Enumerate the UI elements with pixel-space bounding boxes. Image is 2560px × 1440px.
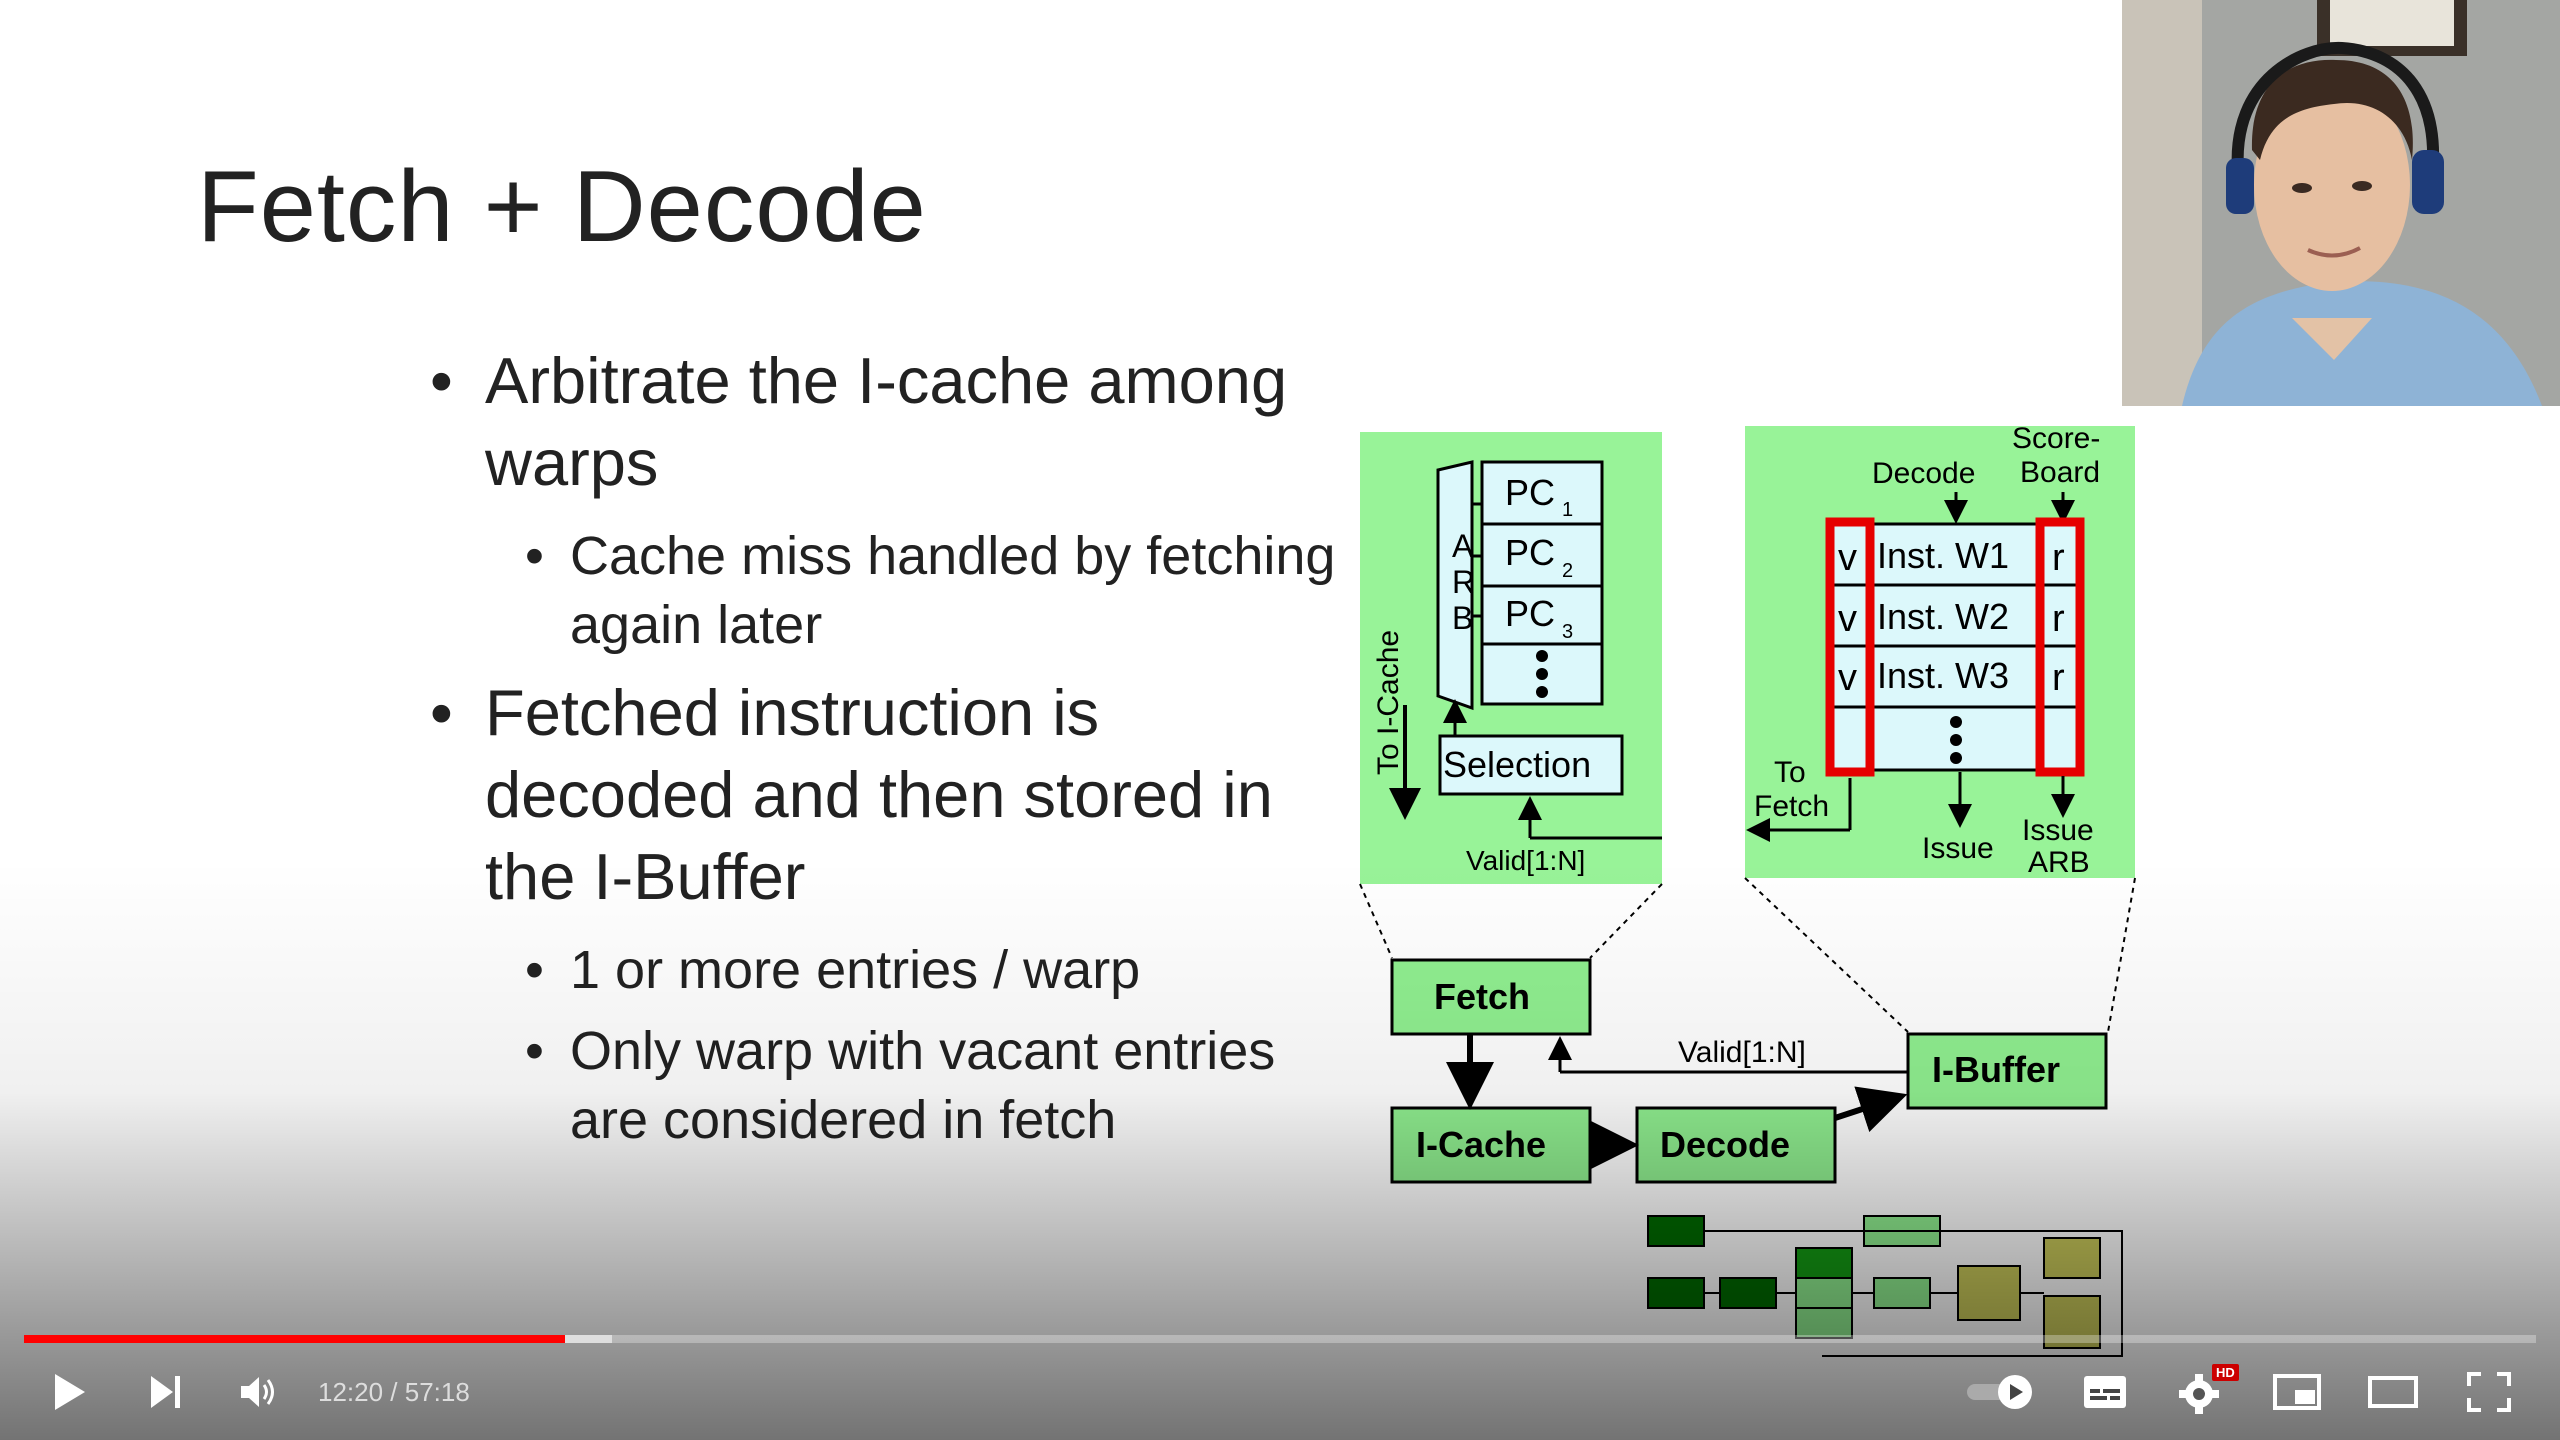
- time-separator: /: [383, 1377, 405, 1407]
- pc-label: PC: [1505, 472, 1555, 513]
- valid-block-label: Valid[1:N]: [1678, 1036, 1806, 1069]
- selection-label: Selection: [1443, 744, 1591, 785]
- inst-entry: Inst. W2: [1877, 596, 2009, 637]
- bullet-level1: Arbitrate the I-cache among warps: [430, 340, 1350, 504]
- bullet-level1: Fetched instruction is decoded and then …: [430, 672, 1350, 918]
- current-time: 12:20: [318, 1377, 384, 1407]
- webcam-overlay: [2122, 0, 2560, 406]
- pc-sub: 3: [1562, 621, 1573, 643]
- issue-arb-label: ARB: [2028, 846, 2090, 879]
- issue-arb-label: Issue: [2022, 814, 2094, 847]
- play-button[interactable]: [36, 1350, 102, 1434]
- pc-sub: 2: [1562, 560, 1573, 582]
- subtitles-button[interactable]: [2072, 1350, 2138, 1434]
- inst-entry: Inst. W1: [1877, 535, 2009, 576]
- next-icon: [151, 1376, 180, 1408]
- fetch-label: Fetch: [1434, 976, 1530, 1017]
- slide-title: Fetch + Decode: [197, 151, 927, 263]
- fetch-decode-diagram: A R B PC 1 PC 2 PC 3 To I-Cache Selectio…: [1359, 422, 2136, 1357]
- subtitles-icon: [2084, 1376, 2126, 1408]
- pc-sub: 1: [1562, 499, 1573, 521]
- ready-bit: r: [2052, 598, 2065, 640]
- bullet-level2: Cache miss handled by fetching again lat…: [525, 522, 1350, 660]
- ready-bit-column: [2035, 517, 2085, 777]
- ready-bit: r: [2052, 657, 2065, 699]
- icache-label: I-Cache: [1416, 1124, 1546, 1165]
- selection-box: [1438, 734, 1624, 796]
- valid-bit-column: [1825, 517, 1875, 777]
- bullet-list: Arbitrate the I-cache among warps Cache …: [430, 340, 1350, 1167]
- fullscreen-icon: [2467, 1372, 2511, 1412]
- ibuffer-label: I-Buffer: [1932, 1049, 2060, 1090]
- volume-icon: [241, 1377, 274, 1407]
- pc-label: PC: [1505, 532, 1555, 573]
- time-display: 12:20 / 57:18: [318, 1350, 470, 1434]
- decode-label: Decode: [1872, 457, 1975, 490]
- scoreboard-label: Score-: [2012, 422, 2100, 455]
- bullet-level2: 1 or more entries / warp: [525, 936, 1350, 1005]
- valid-label: Valid[1:N]: [1466, 845, 1585, 876]
- autoplay-toggle[interactable]: [1962, 1350, 2040, 1434]
- hd-badge: HD: [2212, 1364, 2239, 1381]
- theater-button[interactable]: [2360, 1350, 2426, 1434]
- arb-letter: A: [1452, 528, 1474, 564]
- to-fetch-label: Fetch: [1754, 790, 1829, 823]
- progress-bar[interactable]: [24, 1335, 2536, 1343]
- to-icache-label: To I-Cache: [1372, 630, 1405, 775]
- arb-letter: B: [1452, 600, 1473, 636]
- autoplay-toggle-icon: [1967, 1375, 2032, 1409]
- progress-played: [24, 1335, 566, 1343]
- theater-icon: [2368, 1376, 2418, 1408]
- volume-button[interactable]: [226, 1350, 292, 1434]
- player-controls: 12:20 / 57:18 HD: [0, 1350, 2560, 1434]
- valid-bit: v: [1838, 657, 1857, 699]
- inst-entry: Inst. W3: [1877, 655, 2009, 696]
- miniplayer-icon: [2273, 1374, 2321, 1410]
- to-fetch-label: To: [1774, 756, 1806, 789]
- ready-bit: r: [2052, 537, 2065, 579]
- bullet-level2: Only warp with vacant entries are consid…: [525, 1017, 1350, 1155]
- settings-icon: [2179, 1374, 2219, 1414]
- play-icon: [55, 1374, 85, 1410]
- progress-track: [24, 1335, 2536, 1343]
- settings-button[interactable]: HD: [2168, 1350, 2239, 1434]
- arb-mux: [1436, 460, 1474, 711]
- decode-block-label: Decode: [1660, 1124, 1790, 1165]
- arb-letter: R: [1452, 564, 1475, 600]
- miniplayer-button[interactable]: [2264, 1350, 2330, 1434]
- next-button[interactable]: [132, 1350, 198, 1434]
- valid-bit: v: [1838, 537, 1857, 579]
- fullscreen-button[interactable]: [2456, 1350, 2522, 1434]
- duration: 57:18: [404, 1377, 470, 1407]
- scoreboard-label: Board: [2020, 456, 2100, 489]
- valid-bit: v: [1838, 598, 1857, 640]
- pc-label: PC: [1505, 593, 1555, 634]
- issue-label: Issue: [1922, 832, 1994, 865]
